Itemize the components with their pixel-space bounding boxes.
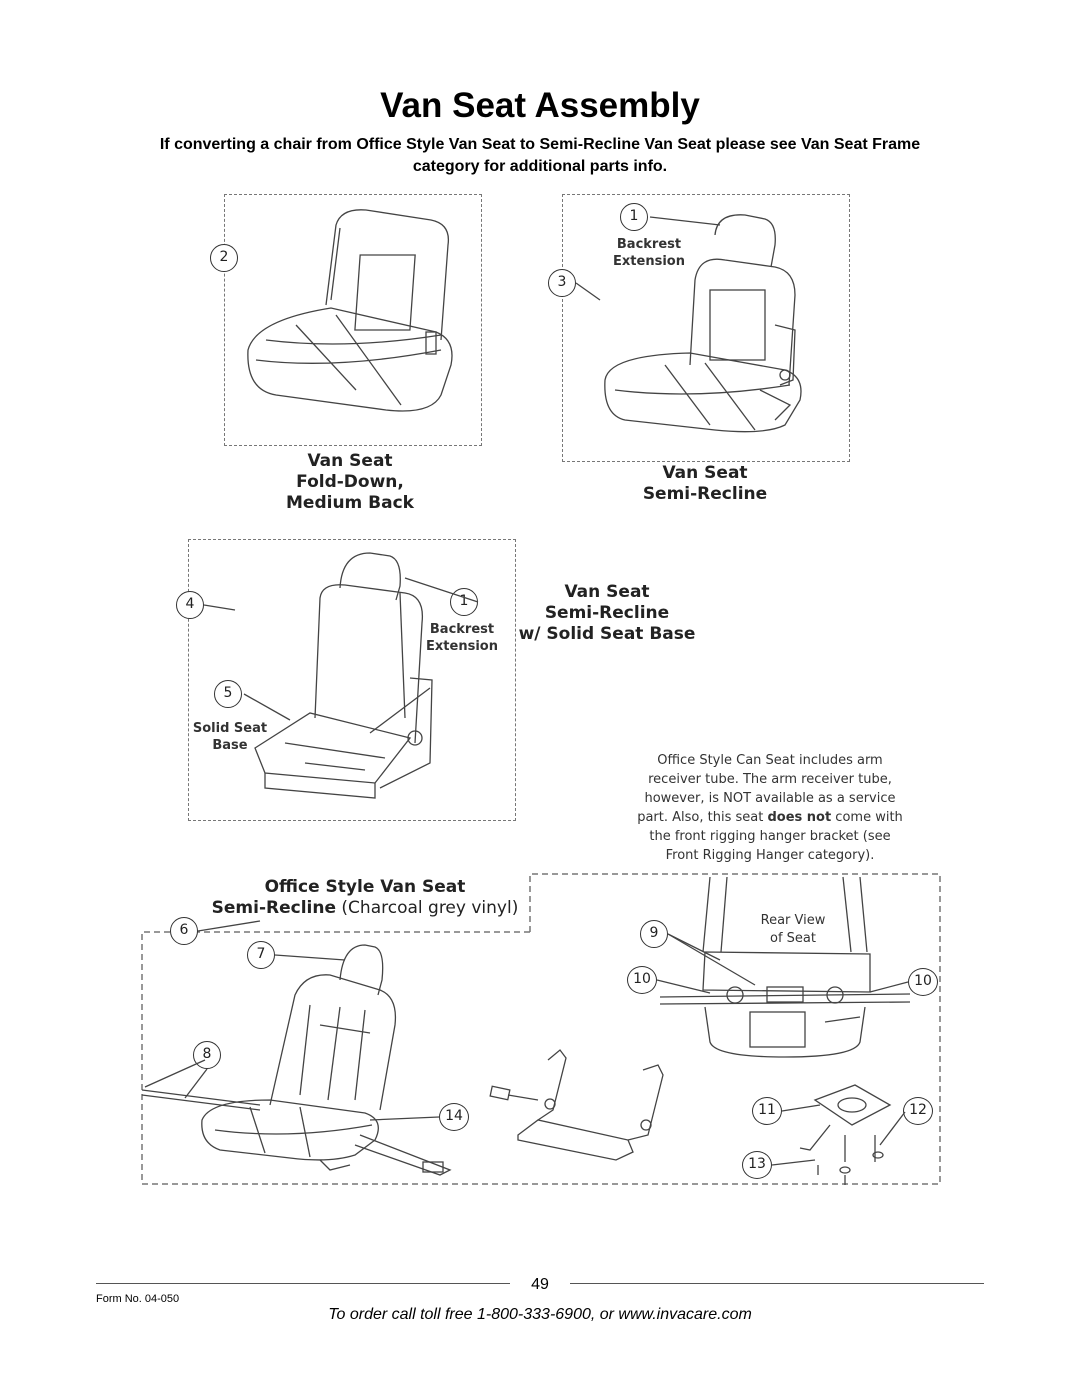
page-number: 49 (531, 1276, 549, 1293)
solid-seat-base-label: Solid Seat Base (192, 721, 268, 753)
semi-recline-caption-line-2: Semi-Recline (642, 484, 768, 504)
solid-base-caption: Van Seat Semi-Recline w/ Solid Seat Base (512, 582, 702, 645)
semi-recline-caption-line-1: Van Seat (662, 463, 748, 483)
callout-9: 9 (640, 920, 668, 948)
solid-base-caption-line-1: Van Seat (564, 582, 650, 602)
fold-down-seat-drawing (247, 209, 453, 412)
fold-down-caption-line-1: Van Seat (307, 451, 393, 471)
callout-12: 12 (903, 1097, 933, 1125)
semi-recline-seat-drawing (604, 214, 802, 433)
fold-down-seat-panel (224, 194, 482, 446)
backrest-extension-label-semi-recline: Backrest Extension (613, 237, 685, 269)
callout-3: 3 (548, 269, 576, 297)
footer-rule-left (96, 1283, 510, 1284)
intro-line-2: category for additional parts info. (412, 158, 668, 175)
backrest-extension-label-solid-base: Backrest Extension (426, 622, 498, 654)
solid-base-caption-line-3: w/ Solid Seat Base (518, 624, 696, 644)
hinge-bracket-drawing (489, 1049, 664, 1161)
semi-recline-caption: Van Seat Semi-Recline (615, 463, 795, 505)
intro-text: If converting a chair from Office Style … (100, 134, 980, 178)
callout-14: 14 (439, 1103, 469, 1131)
callout-10-right: 10 (908, 968, 938, 996)
callout-6: 6 (170, 917, 198, 945)
fold-down-caption-line-2: Fold-Down, (296, 472, 404, 492)
page-title: Van Seat Assembly (380, 86, 700, 125)
callout-1-semi-recline: 1 (620, 203, 648, 231)
fold-down-caption: Van Seat Fold-Down, Medium Back (260, 451, 440, 514)
callout-1-solid-base: 1 (450, 588, 478, 616)
callout-11: 11 (752, 1097, 782, 1125)
solid-base-seat-drawing (254, 552, 433, 799)
office-style-caption: Office Style Van Seat Semi-Recline (Char… (200, 877, 530, 919)
office-style-note: Office Style Can Seat includes arm recei… (637, 753, 903, 863)
rear-view-label: Rear View of Seat (760, 913, 826, 946)
form-number: Form No. 04-050 (96, 1293, 180, 1305)
callout-8: 8 (193, 1041, 221, 1069)
semi-recline-seat-panel (562, 194, 850, 462)
callout-4: 4 (176, 591, 204, 619)
fold-down-caption-line-3: Medium Back (286, 493, 414, 513)
callout-2: 2 (210, 244, 238, 272)
toll-free-line: To order call toll free 1-800-333-6900, … (328, 1306, 752, 1323)
solid-base-seat-panel (188, 539, 516, 821)
callout-13: 13 (742, 1151, 772, 1179)
callout-10-left: 10 (627, 966, 657, 994)
office-style-caption-line-1: Office Style Van Seat (264, 877, 466, 897)
footer-rule-right (570, 1283, 984, 1284)
callout-5: 5 (214, 680, 242, 708)
swivel-plate-drawing (799, 1084, 892, 1185)
callout-7: 7 (247, 941, 275, 969)
office-style-caption-line-2: Semi-Recline (Charcoal grey vinyl) (211, 898, 519, 918)
solid-base-caption-line-2: Semi-Recline (544, 603, 670, 623)
intro-line-1: If converting a chair from Office Style … (159, 136, 921, 153)
office-style-seat-drawing (141, 944, 452, 1176)
